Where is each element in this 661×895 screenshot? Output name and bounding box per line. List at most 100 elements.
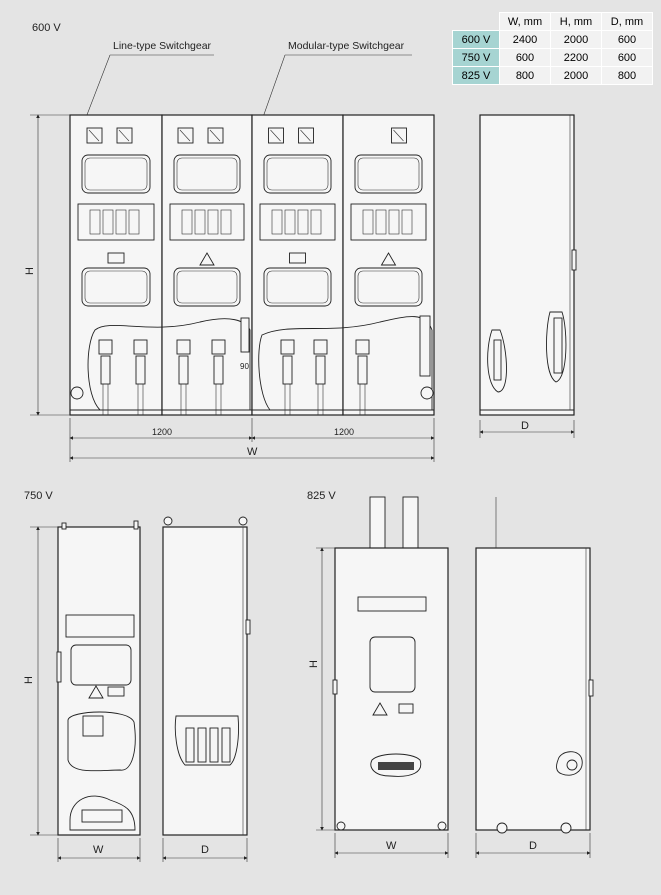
dim-h-750v: H <box>23 676 35 684</box>
relay <box>102 209 114 235</box>
cell-d: 800 <box>601 66 653 85</box>
cutaway-modular-type <box>258 316 433 411</box>
indicator <box>107 252 125 264</box>
relay-block <box>169 203 245 241</box>
warning-icon <box>380 252 397 266</box>
relay <box>220 209 232 235</box>
section-title-600v: 600 V <box>32 22 61 34</box>
relay <box>89 209 101 235</box>
cable-lug <box>100 355 111 385</box>
meter-needle <box>270 129 281 142</box>
cable-terminal <box>176 339 191 355</box>
relay <box>181 209 193 235</box>
section-title-750v: 750 V <box>24 490 53 502</box>
indicator <box>289 252 306 264</box>
header-w: W, mm <box>499 12 551 31</box>
window-inner <box>266 270 329 304</box>
table-header-row: W, mm H, mm D, mm <box>453 12 653 31</box>
cell-d: 600 <box>601 30 653 49</box>
header-h: H, mm <box>550 12 602 31</box>
window-inner <box>266 157 329 191</box>
dim-width-line-type: 1200 <box>152 427 172 437</box>
window <box>354 154 423 194</box>
meter-needle <box>393 129 404 142</box>
switchgear-825v-side <box>475 497 594 834</box>
dim-w-750v: W <box>93 844 104 856</box>
cable-lug <box>135 355 146 385</box>
cell-h: 2000 <box>550 66 602 85</box>
warning-icon <box>199 252 215 266</box>
window-inner <box>176 270 238 304</box>
dim-d-600v: D <box>521 420 529 432</box>
ladder <box>240 317 250 353</box>
relay <box>362 209 374 235</box>
cable-lug <box>315 355 326 385</box>
cable-lug <box>213 355 224 385</box>
relay <box>388 209 400 235</box>
window <box>173 154 241 194</box>
cable-terminal <box>211 339 226 355</box>
window <box>81 154 151 194</box>
meter-needle <box>300 129 311 142</box>
dim-d-750v: D <box>201 844 209 856</box>
window-inner <box>84 157 148 191</box>
dim-h-600v: H <box>24 267 36 275</box>
dimensions-table: W, mm H, mm D, mm 600 V 2400 2000 600 75… <box>452 12 653 85</box>
cable-lug <box>357 355 368 385</box>
breaker-handle <box>419 315 431 377</box>
cable-lug <box>282 355 293 385</box>
window-inner <box>357 157 420 191</box>
dim-w-600v: W <box>247 446 258 458</box>
window <box>354 267 423 307</box>
window <box>263 267 332 307</box>
relay <box>375 209 387 235</box>
section-title-825v: 825 V <box>307 490 336 502</box>
window-inner <box>176 157 238 191</box>
relay <box>297 209 309 235</box>
window-inner <box>84 270 148 304</box>
window-inner <box>357 270 420 304</box>
dim-width-modular-type: 1200 <box>334 427 354 437</box>
cable-terminal <box>313 339 328 355</box>
cell-d: 600 <box>601 48 653 67</box>
callout-modular-type: Modular-type Switchgear <box>288 40 405 52</box>
switchgear-600v-side <box>479 114 577 438</box>
meter-needle <box>88 129 100 142</box>
relay <box>115 209 127 235</box>
header-d: D, mm <box>601 12 653 31</box>
cable-terminal <box>355 339 370 355</box>
cell-w: 800 <box>499 66 551 85</box>
relay <box>128 209 140 235</box>
cell-w: 600 <box>499 48 551 67</box>
relay <box>310 209 322 235</box>
relay <box>194 209 206 235</box>
earthing-icon <box>70 386 84 400</box>
window <box>81 267 151 307</box>
relay <box>271 209 283 235</box>
relay <box>284 209 296 235</box>
relay-block <box>350 203 427 241</box>
window <box>173 267 241 307</box>
cable-terminal <box>280 339 295 355</box>
meter-needle <box>179 129 191 142</box>
switchgear-825v-front <box>332 496 449 831</box>
meter-needle <box>209 129 221 142</box>
switchgear-600v-front <box>69 114 435 416</box>
dim-w-825v: W <box>386 840 397 852</box>
cable-terminal <box>133 339 148 355</box>
meter-needle <box>118 129 130 142</box>
cell-h: 2000 <box>550 30 602 49</box>
dim-h-825v: H <box>308 660 320 668</box>
cell-w: 2400 <box>499 30 551 49</box>
cable-terminal <box>98 339 113 355</box>
table-row: 825 V 800 2000 800 <box>452 66 653 85</box>
row-label: 825 V <box>452 66 500 85</box>
relay <box>401 209 413 235</box>
cutaway-line-type <box>87 318 251 411</box>
dim-gap-90: 90 <box>240 362 249 371</box>
dim-d-825v: D <box>529 840 537 852</box>
relay <box>207 209 219 235</box>
switchgear-750v-front <box>56 520 141 836</box>
window <box>263 154 332 194</box>
